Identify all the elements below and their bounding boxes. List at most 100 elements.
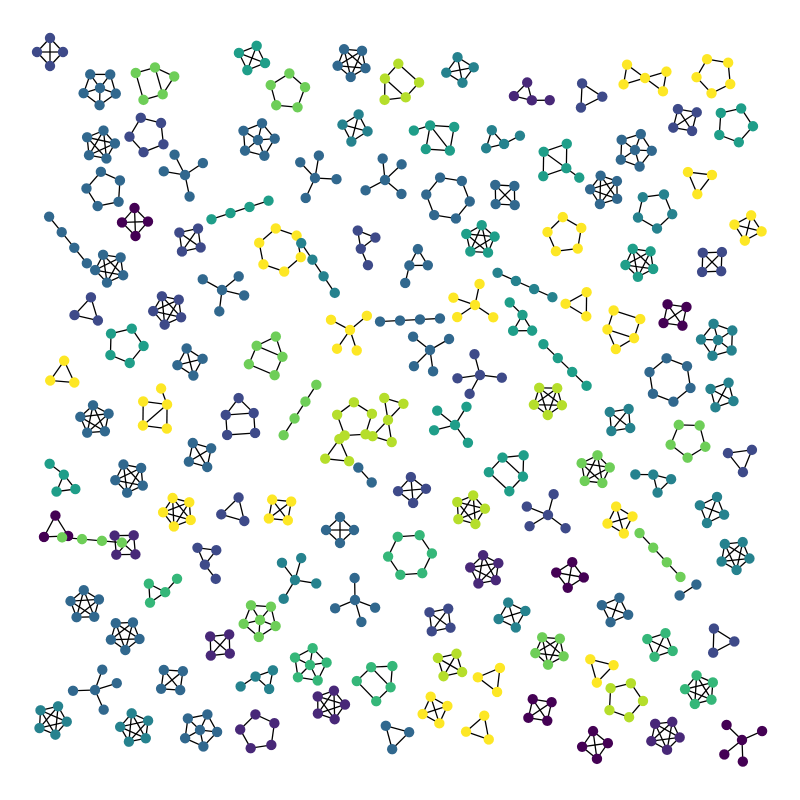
- graph-node: [496, 372, 508, 383]
- graph-node: [649, 718, 661, 730]
- graph-node: [630, 469, 641, 480]
- graph-node: [252, 134, 264, 146]
- graph-node: [510, 275, 522, 287]
- graph-node: [83, 150, 95, 161]
- graph-node: [412, 243, 424, 255]
- graph-node: [649, 651, 660, 662]
- graph-node: [521, 501, 533, 512]
- graph-node: [685, 382, 696, 394]
- graph-node: [98, 125, 109, 136]
- graph-node: [407, 497, 419, 509]
- graph-node: [192, 542, 203, 553]
- graph-node: [706, 169, 718, 181]
- graph-node: [526, 325, 538, 336]
- graph-node: [94, 82, 106, 94]
- graph-node: [747, 121, 759, 132]
- graph-node: [140, 733, 151, 744]
- graph-node: [130, 230, 141, 242]
- graph-node: [526, 95, 538, 106]
- graph-node: [542, 226, 553, 238]
- graph-node: [479, 710, 490, 721]
- graph-node: [597, 477, 608, 489]
- graph-node: [118, 459, 129, 470]
- graph-node: [320, 453, 331, 464]
- graph-node: [667, 645, 678, 657]
- graph-node: [701, 53, 713, 65]
- graph-node: [188, 370, 199, 381]
- graph-node: [157, 89, 168, 100]
- graph-node: [309, 172, 321, 184]
- graph-node: [160, 587, 171, 598]
- graph-node: [460, 726, 472, 737]
- graph-node: [382, 414, 394, 426]
- graph-node: [349, 594, 361, 606]
- graph-node: [144, 597, 156, 608]
- graph-node: [575, 102, 587, 113]
- graph-node: [135, 112, 147, 124]
- graph-node: [269, 133, 280, 144]
- graph-node: [169, 149, 180, 160]
- graph-node: [89, 611, 100, 622]
- graph-node: [719, 538, 730, 550]
- graph-node: [233, 392, 244, 404]
- graph-node: [360, 185, 371, 196]
- graph-node: [502, 597, 514, 608]
- graph-node: [115, 252, 126, 263]
- graph-node: [647, 388, 659, 400]
- graph-node: [701, 517, 713, 529]
- graph-node: [667, 208, 678, 220]
- graph-node: [548, 489, 559, 500]
- graph-node: [584, 184, 596, 195]
- graph-node: [138, 146, 149, 158]
- graph-node: [645, 246, 656, 257]
- graph-node: [567, 556, 578, 568]
- graph-node: [58, 469, 70, 480]
- graph-node: [185, 514, 196, 526]
- graph-node: [450, 213, 462, 224]
- graph-node: [69, 242, 80, 253]
- graph-node: [81, 183, 92, 194]
- graph-node: [493, 613, 504, 625]
- graph-node: [360, 63, 371, 74]
- graph-node: [424, 607, 435, 618]
- graph-node: [137, 420, 149, 431]
- graph-node: [705, 383, 716, 395]
- graph-edge: [429, 124, 451, 152]
- graph-node: [507, 325, 519, 337]
- graph-node: [234, 724, 246, 735]
- graph-node: [202, 461, 213, 473]
- graph-node: [681, 301, 692, 313]
- graph-node: [627, 243, 638, 255]
- graph-node: [428, 425, 440, 436]
- graph-node: [449, 419, 461, 431]
- graph-node: [238, 125, 249, 136]
- graph-node: [424, 344, 436, 356]
- graph-node: [329, 603, 341, 614]
- graph-node: [195, 242, 206, 253]
- graph-node: [710, 402, 721, 413]
- graph-node: [661, 353, 672, 364]
- graph-node: [604, 406, 615, 418]
- graph-node: [604, 704, 615, 716]
- graph-node: [44, 458, 55, 469]
- graph-node: [251, 40, 262, 52]
- graph-node: [289, 413, 300, 424]
- graph-node: [448, 292, 459, 303]
- graph-node: [408, 125, 420, 136]
- graph-node: [58, 355, 70, 366]
- graph-node: [452, 373, 463, 384]
- graph-node: [81, 132, 93, 143]
- graph-node: [556, 400, 568, 411]
- graph-node: [452, 496, 463, 508]
- graph-node: [352, 225, 363, 236]
- graph-node: [75, 411, 86, 423]
- graph-node: [158, 664, 170, 676]
- graph-node: [353, 462, 364, 473]
- graph-node: [78, 584, 89, 596]
- graph-node: [723, 377, 734, 388]
- graph-node: [307, 643, 318, 654]
- graph-node: [253, 237, 265, 249]
- graph-node: [733, 137, 745, 148]
- graph-node: [509, 180, 520, 192]
- graph-node: [143, 578, 155, 589]
